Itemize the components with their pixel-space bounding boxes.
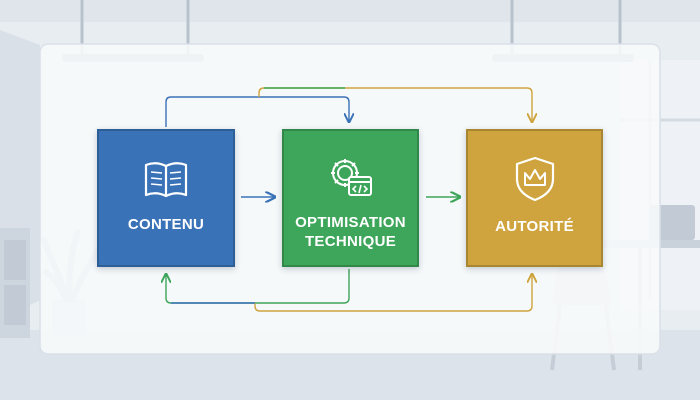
loop-bottom-optimisation-to-contenu xyxy=(166,269,350,304)
node-label-contenu: CONTENU xyxy=(127,216,205,233)
loop-top-contenu-to-autorite xyxy=(258,87,532,121)
loop-top-contenu-to-optimisation xyxy=(165,96,349,127)
node-label-optimisation: OPTIMISATION TECHNIQUE xyxy=(295,213,406,251)
node-optimisation-technique: OPTIMISATION TECHNIQUE xyxy=(282,129,419,267)
loop-bottom-contenu-to-autorite xyxy=(254,275,532,312)
node-label-optimisation-line2: TECHNIQUE xyxy=(304,233,397,250)
node-label-optimisation-line1: OPTIMISATION xyxy=(295,214,406,231)
node-label-autorite: AUTORITÉ xyxy=(495,218,574,235)
node-contenu: CONTENU xyxy=(97,129,235,267)
open-book-icon xyxy=(144,162,188,198)
gear-code-icon xyxy=(330,159,372,196)
crown-shield-icon xyxy=(515,156,554,202)
node-autorite: AUTORITÉ xyxy=(466,129,603,267)
